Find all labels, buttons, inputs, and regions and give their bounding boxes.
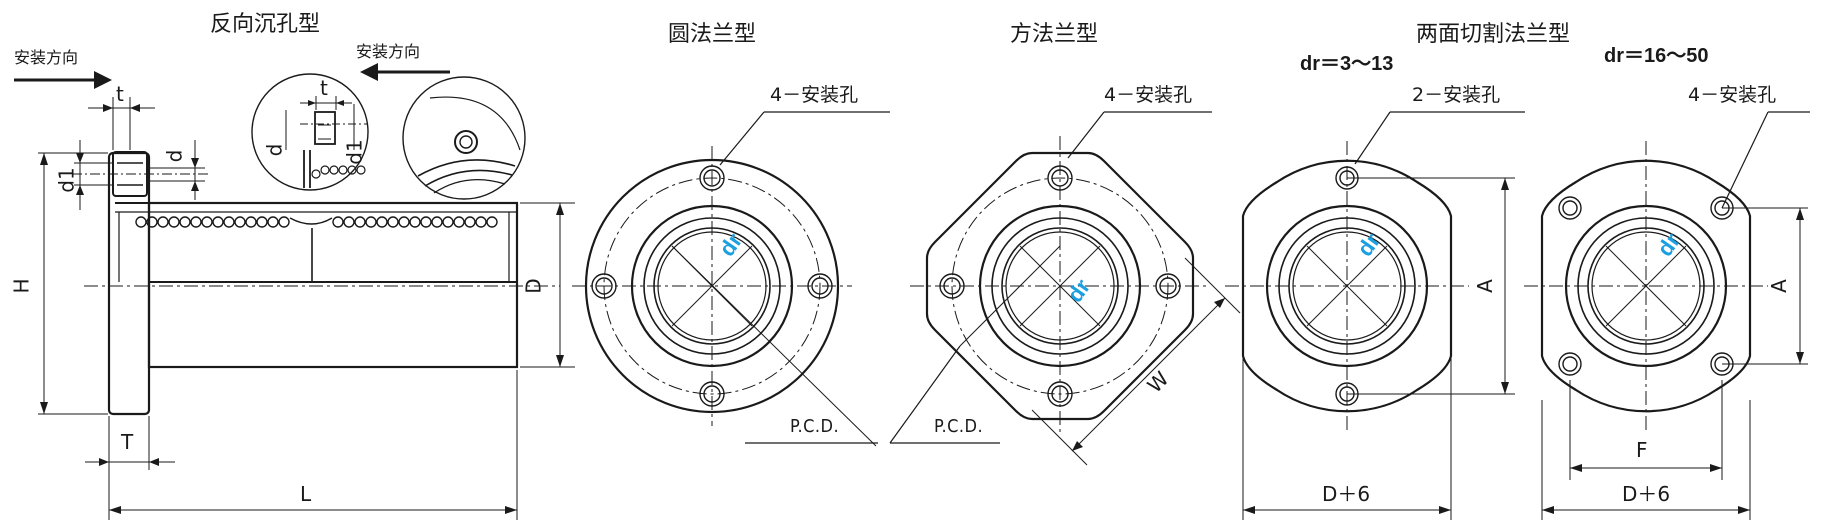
dim-d-detail: d (262, 143, 287, 157)
dim-t-detail: t (320, 76, 328, 100)
two-cut-large-holes-label: 4－安装孔 (1688, 84, 1777, 106)
detail-view-counterbore (251, 73, 369, 191)
dim-A-large: A (1766, 279, 1791, 293)
install-direction-label: 安装方向 (14, 48, 79, 67)
dim-D6-small: D＋6 (1322, 482, 1371, 506)
round-flange-holes-label: 4－安装孔 (770, 84, 859, 106)
install-direction-detail-label: 安装方向 (356, 42, 421, 61)
square-flange-title: 方法兰型 (1010, 22, 1099, 47)
square-flange-drawing (910, 136, 1210, 436)
dim-T: T (121, 430, 134, 454)
side-view-title: 反向沉孔型 (210, 12, 321, 37)
square-flange-holes-label: 4－安装孔 (1104, 84, 1193, 106)
round-flange-pcd-label: P.C.D. (790, 416, 840, 437)
dim-F: F (1636, 438, 1648, 462)
dim-d1: d1 (54, 167, 79, 193)
two-cut-small-holes-label: 2－安装孔 (1412, 84, 1501, 106)
square-flange-pcd-label: P.C.D. (934, 416, 984, 437)
side-view-drawing (14, 63, 575, 520)
dim-D6-large: D＋6 (1622, 482, 1671, 506)
two-cut-small-range: dr＝3～13 (1300, 53, 1394, 75)
dim-d: d (162, 149, 187, 163)
two-cut-flange-small-drawing (1225, 141, 1469, 431)
round-flange-title: 圆法兰型 (668, 22, 757, 47)
dim-H: H (9, 278, 34, 294)
two-cut-flange-large-drawing (1524, 141, 1768, 431)
round-flange-drawing (572, 146, 877, 447)
dim-t: t (116, 82, 124, 106)
two-cut-large-range: dr＝16～50 (1604, 45, 1709, 67)
two-cut-flange-title: 两面切割法兰型 (1416, 22, 1571, 47)
dim-L: L (300, 482, 312, 506)
detail-view-front (402, 76, 526, 200)
dim-D: D (521, 278, 546, 294)
dim-d1-detail: d1 (342, 139, 367, 165)
dim-A-small: A (1472, 279, 1497, 293)
